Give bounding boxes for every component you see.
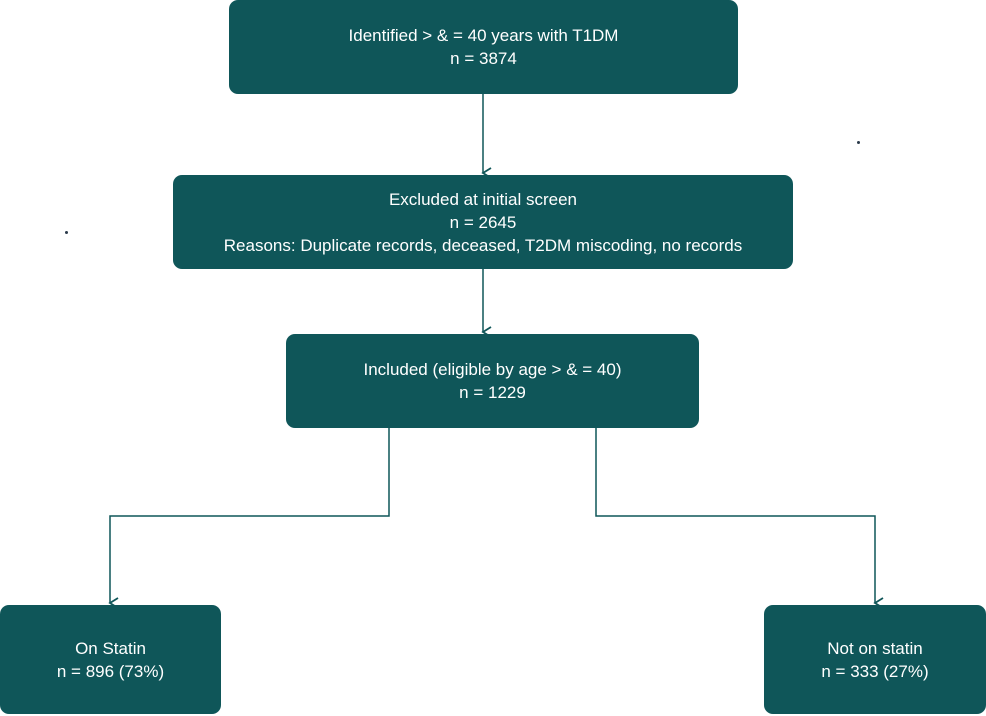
included-box: Included (eligible by age > & = 40) n = … xyxy=(286,334,699,428)
on-statin-box: On Statin n = 896 (73%) xyxy=(0,605,221,714)
included-count: n = 1229 xyxy=(459,383,526,402)
included-label: Included (eligible by age > & = 40) xyxy=(363,360,622,379)
stray-mark xyxy=(857,141,860,144)
arrow-included-to-on-statin xyxy=(108,428,390,609)
stray-mark xyxy=(65,231,68,234)
on-statin-count: n = 896 (73%) xyxy=(56,661,165,681)
excluded-count: n = 2645 xyxy=(449,212,517,232)
arrow-included-to-not-on-statin xyxy=(595,428,884,609)
not-on-statin-count: n = 333 (27%) xyxy=(821,661,929,681)
on-statin-label: On Statin xyxy=(75,638,146,658)
excluded-box: Excluded at initial screen n = 2645 Reas… xyxy=(173,175,793,269)
excluded-label: Excluded at initial screen xyxy=(388,189,578,209)
identified-label: Identified > & = 40 years with T1DM xyxy=(348,26,619,45)
not-on-statin-label: Not on statin xyxy=(827,638,923,658)
not-on-statin-box: Not on statin n = 333 (27%) xyxy=(764,605,986,714)
identified-count: n = 3874 xyxy=(450,49,517,68)
identified-box: Identified > & = 40 years with T1DM n = … xyxy=(229,0,738,94)
excluded-reasons: Reasons: Duplicate records, deceased, T2… xyxy=(223,235,743,255)
